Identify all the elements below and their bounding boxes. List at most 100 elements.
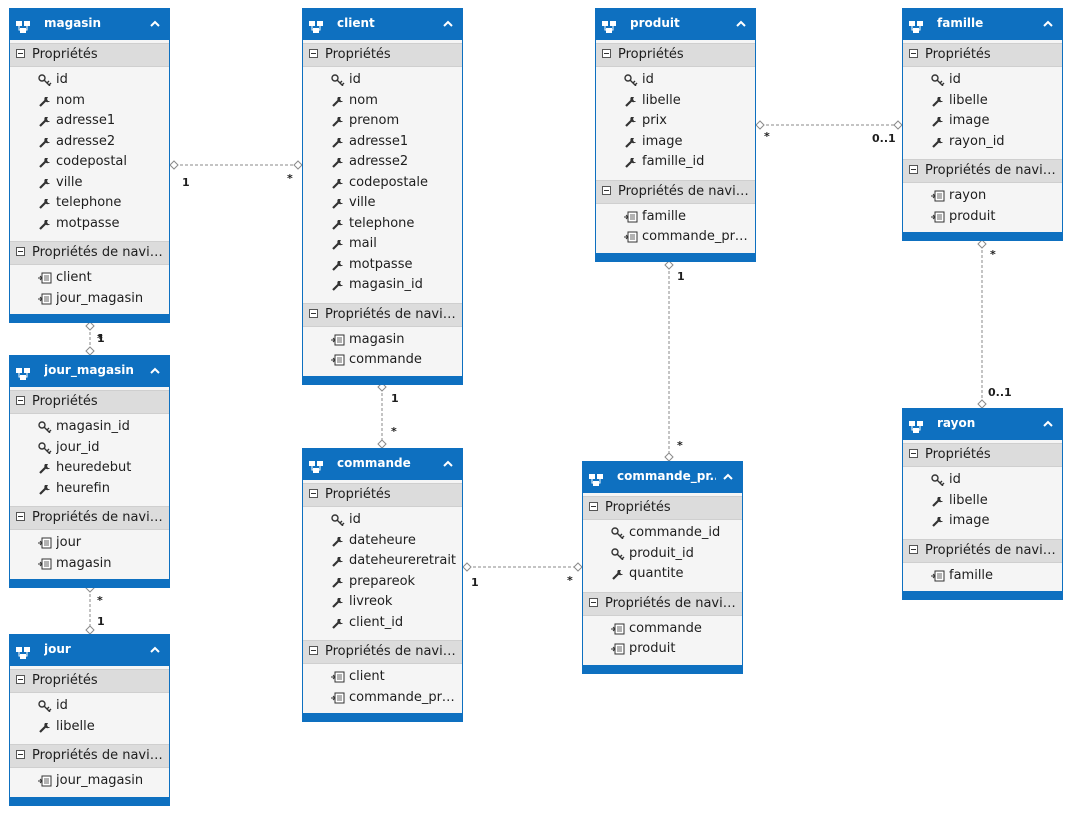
property-row[interactable]: adresse2 [10,132,169,153]
chevron-up-icon[interactable] [149,641,161,653]
property-row[interactable]: codepostal [10,152,169,173]
property-row[interactable]: client_id [303,613,462,634]
collapse-toggle-icon[interactable] [909,544,918,554]
property-row[interactable]: id [10,70,169,91]
property-row[interactable]: image [903,511,1062,532]
collapse-toggle-icon[interactable] [589,502,598,511]
property-row[interactable]: ville [303,193,462,214]
entity-header[interactable]: magasin [10,9,169,40]
property-row[interactable]: nom [303,91,462,112]
property-row[interactable]: adresse1 [10,111,169,132]
property-row[interactable]: id [10,696,169,717]
navigation-row[interactable]: famille [596,207,755,228]
property-row[interactable]: libelle [903,91,1062,112]
navigation-row[interactable]: jour_magasin [10,771,169,792]
property-row[interactable]: image [596,132,755,153]
navigation-section-header[interactable]: Propriétés de navig... [903,159,1062,183]
navigation-row[interactable]: jour [10,533,169,554]
chevron-up-icon[interactable] [1042,415,1054,427]
navigation-row[interactable]: client [303,667,462,688]
property-row[interactable]: prix [596,111,755,132]
navigation-section-header[interactable]: Propriétés de navig... [10,241,169,265]
navigation-row[interactable]: commande [583,619,742,640]
navigation-row[interactable]: jour_magasin [10,289,169,310]
property-row[interactable]: codepostale [303,173,462,194]
navigation-row[interactable]: magasin [10,554,169,575]
collapse-toggle-icon[interactable] [309,49,318,58]
property-row[interactable]: magasin_id [303,275,462,296]
property-row[interactable]: dateheureretrait [303,551,462,572]
property-row[interactable]: famille_id [596,152,755,173]
property-row[interactable]: adresse1 [303,132,462,153]
entity-header[interactable]: commande [303,449,462,480]
property-row[interactable]: commande_id [583,523,742,544]
navigation-row[interactable]: rayon [903,186,1062,207]
collapse-toggle-icon[interactable] [16,750,25,759]
property-row[interactable]: id [303,510,462,531]
navigation-row[interactable]: produit [583,639,742,660]
navigation-section-header[interactable]: Propriétés de navig... [10,744,169,768]
entity-header[interactable]: commande_pr... [583,462,742,493]
property-row[interactable]: id [596,70,755,91]
properties-section-header[interactable]: Propriétés [10,390,169,414]
property-row[interactable]: libelle [10,717,169,738]
property-row[interactable]: image [903,111,1062,132]
property-row[interactable]: nom [10,91,169,112]
property-row[interactable]: telephone [10,193,169,214]
collapse-toggle-icon[interactable] [589,597,598,607]
properties-section-header[interactable]: Propriétés [903,443,1062,467]
entity-header[interactable]: famille [903,9,1062,40]
navigation-section-header[interactable]: Propriétés de navig... [903,538,1062,563]
properties-section-header[interactable]: Propriétés [10,43,169,67]
properties-section-header[interactable]: Propriétés [303,483,462,507]
property-row[interactable]: motpasse [303,255,462,276]
collapse-toggle-icon[interactable] [309,489,318,498]
navigation-row[interactable]: famille [903,566,1062,587]
property-row[interactable]: telephone [303,214,462,235]
navigation-row[interactable]: magasin [303,330,462,351]
entity-header[interactable]: client [303,9,462,40]
navigation-section-header[interactable]: Propriétés de navig... [10,506,169,530]
entity-header[interactable]: rayon [903,409,1062,440]
property-row[interactable]: livreok [303,592,462,613]
collapse-toggle-icon[interactable] [309,646,318,655]
property-row[interactable]: libelle [596,91,755,112]
collapse-toggle-icon[interactable] [16,512,25,521]
collapse-toggle-icon[interactable] [909,165,918,174]
collapse-toggle-icon[interactable] [16,396,25,405]
property-row[interactable]: ville [10,173,169,194]
property-row[interactable]: heuredebut [10,458,169,479]
property-row[interactable]: heurefin [10,479,169,500]
collapse-toggle-icon[interactable] [909,49,918,58]
collapse-toggle-icon[interactable] [16,247,25,256]
collapse-toggle-icon[interactable] [16,675,25,684]
chevron-up-icon[interactable] [735,15,747,27]
collapse-toggle-icon[interactable] [602,185,611,195]
chevron-up-icon[interactable] [442,15,454,27]
entity-header[interactable]: jour_magasin [10,356,169,387]
property-row[interactable]: id [903,70,1062,91]
property-row[interactable]: prenom [303,111,462,132]
properties-section-header[interactable]: Propriétés [583,496,742,520]
chevron-up-icon[interactable] [149,15,161,27]
chevron-up-icon[interactable] [149,362,161,374]
navigation-row[interactable]: produit [903,207,1062,228]
property-row[interactable]: magasin_id [10,417,169,438]
navigation-row[interactable]: commande_pro... [596,227,755,248]
entity-header[interactable]: jour [10,635,169,666]
property-row[interactable]: adresse2 [303,152,462,173]
property-row[interactable]: produit_id [583,544,742,565]
properties-section-header[interactable]: Propriétés [903,43,1062,67]
navigation-section-header[interactable]: Propriétés de navig... [583,591,742,616]
chevron-up-icon[interactable] [722,468,734,480]
collapse-toggle-icon[interactable] [909,449,918,458]
properties-section-header[interactable]: Propriétés [596,43,755,67]
